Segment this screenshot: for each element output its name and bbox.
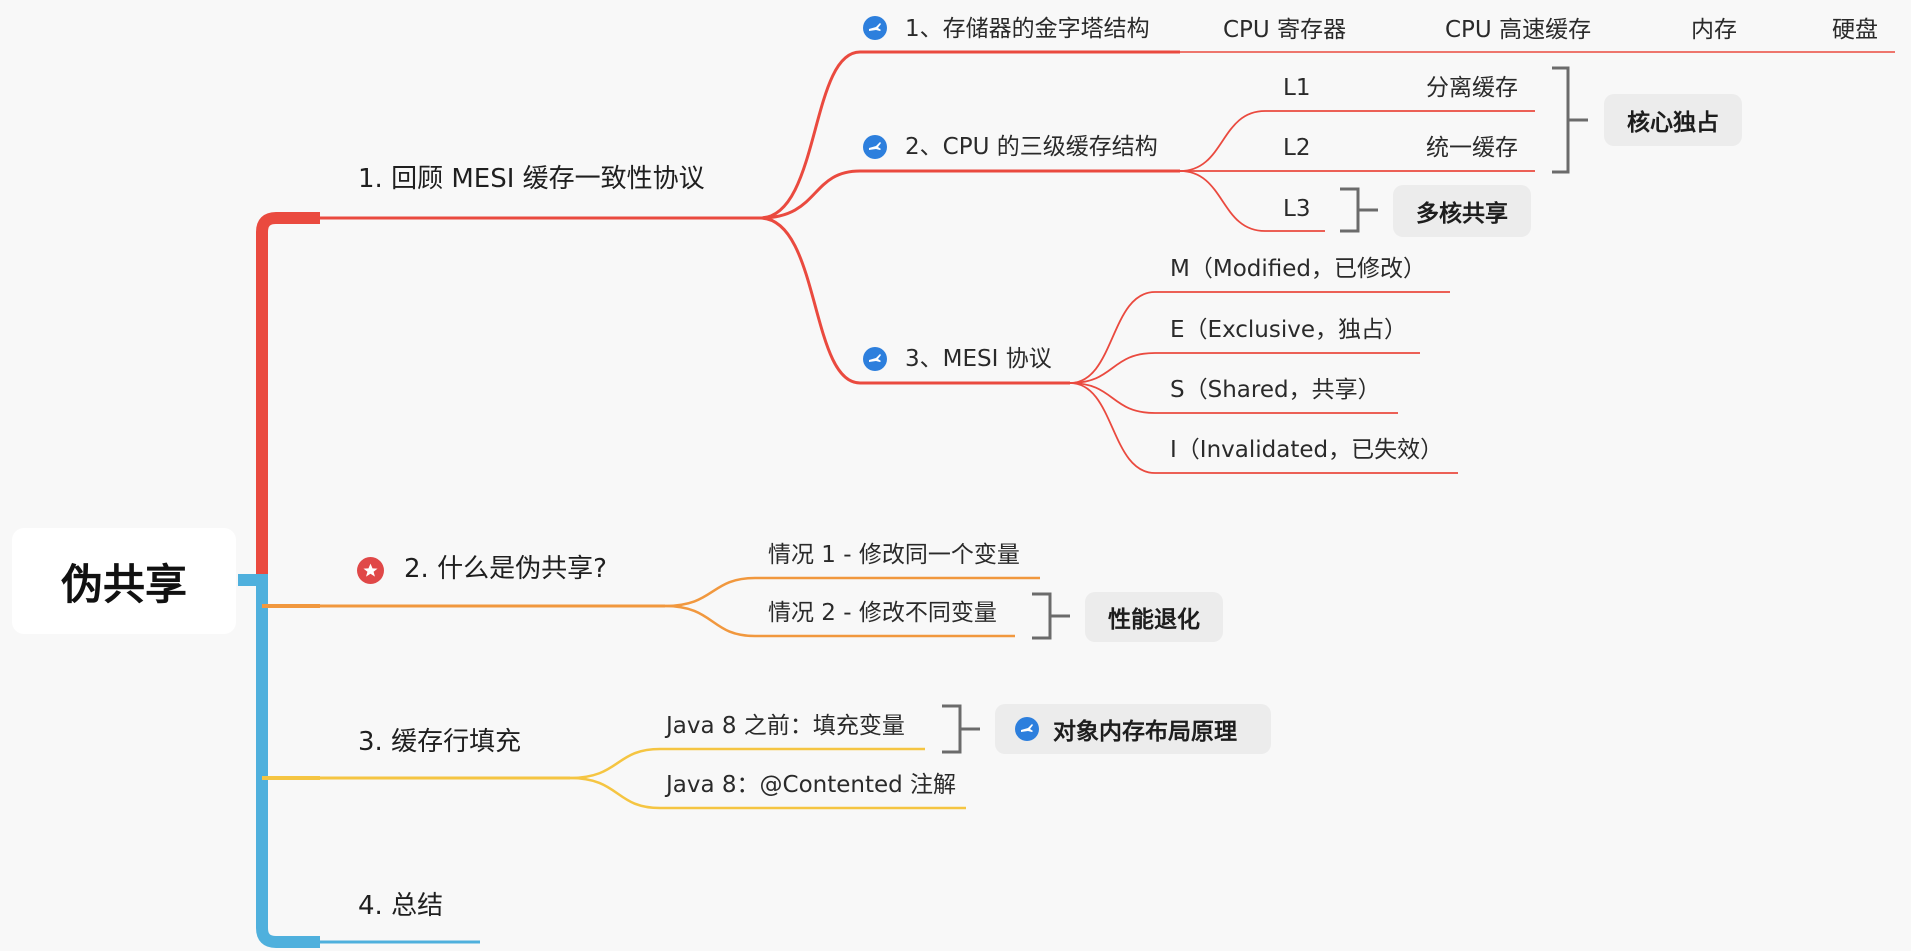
task-icon — [1015, 717, 1039, 741]
task-icon — [863, 135, 887, 159]
task-icon — [863, 16, 887, 40]
mesi-state-e[interactable]: E（Exclusive，独占） — [1170, 317, 1408, 343]
branch1-topic[interactable]: 1. 回顾 MESI 缓存一致性协议 — [358, 164, 705, 194]
mesi-state-i[interactable]: I（Invalidated，已失效） — [1170, 437, 1444, 463]
mesi-state-m[interactable]: M（Modified，已修改） — [1170, 256, 1426, 282]
l2-detail[interactable]: 统一缓存 — [1426, 135, 1518, 161]
chain-item-register[interactable]: CPU 寄存器 — [1223, 17, 1347, 43]
summary-object-layout-label: 对象内存布局原理 — [1053, 719, 1237, 745]
link-l1 — [1179, 110, 1535, 172]
cpu-cache-topic[interactable]: 2、CPU 的三级缓存结构 — [905, 134, 1158, 160]
bracket-perf — [1032, 592, 1070, 640]
root-topic[interactable]: 伪共享 — [12, 528, 236, 634]
bracket-shared — [1340, 187, 1378, 233]
l1-label[interactable]: L1 — [1283, 75, 1311, 101]
task-icon — [863, 347, 887, 371]
case1[interactable]: 情况 1 - 修改同一个变量 — [768, 542, 1020, 568]
chain-item-cache[interactable]: CPU 高速缓存 — [1445, 17, 1592, 43]
star-icon — [357, 557, 384, 584]
chain-item-disk[interactable]: 硬盘 — [1832, 17, 1878, 43]
case2[interactable]: 情况 2 - 修改不同变量 — [768, 600, 997, 626]
link-java8 — [569, 776, 966, 810]
summary-performance[interactable]: 性能退化 — [1085, 592, 1223, 642]
branch4-topic[interactable]: 4. 总结 — [358, 891, 444, 921]
bracket-core — [1552, 66, 1588, 174]
link-l3 — [1179, 170, 1325, 232]
before-java8[interactable]: Java 8 之前：填充变量 — [666, 713, 905, 739]
trunk-blue — [238, 574, 320, 948]
link-before-java8 — [569, 747, 925, 780]
java8-contended[interactable]: Java 8：@Contented 注解 — [666, 772, 957, 798]
pyramid-topic[interactable]: 1、存储器的金字塔结构 — [905, 16, 1150, 42]
link-state-m — [1069, 291, 1450, 384]
link-state-e — [1069, 352, 1420, 384]
summary-multicore-shared[interactable]: 多核共享 — [1393, 185, 1531, 237]
link-pyramid — [759, 50, 1180, 220]
l1-detail[interactable]: 分离缓存 — [1426, 75, 1518, 101]
branch3-topic[interactable]: 3. 缓存行填充 — [358, 727, 522, 757]
l2-label[interactable]: L2 — [1283, 135, 1311, 161]
chain-item-memory[interactable]: 内存 — [1691, 17, 1737, 43]
link-case2 — [664, 604, 1015, 638]
mesi-state-s[interactable]: S（Shared，共享） — [1170, 377, 1381, 403]
summary-core-exclusive[interactable]: 核心独占 — [1604, 94, 1742, 146]
summary-object-layout[interactable]: 对象内存布局原理 — [995, 704, 1271, 754]
link-case1 — [664, 576, 1040, 608]
link-mesi — [759, 216, 1070, 385]
bracket-layout — [942, 704, 980, 754]
link-state-s — [1069, 382, 1398, 414]
link-cpu-cache — [759, 169, 1180, 220]
l3-label[interactable]: L3 — [1283, 196, 1311, 222]
mesi-topic[interactable]: 3、MESI 协议 — [905, 346, 1052, 372]
branch2-topic[interactable]: 2. 什么是伪共享? — [404, 554, 607, 584]
trunk-red — [256, 212, 320, 580]
link-state-i — [1069, 382, 1458, 474]
